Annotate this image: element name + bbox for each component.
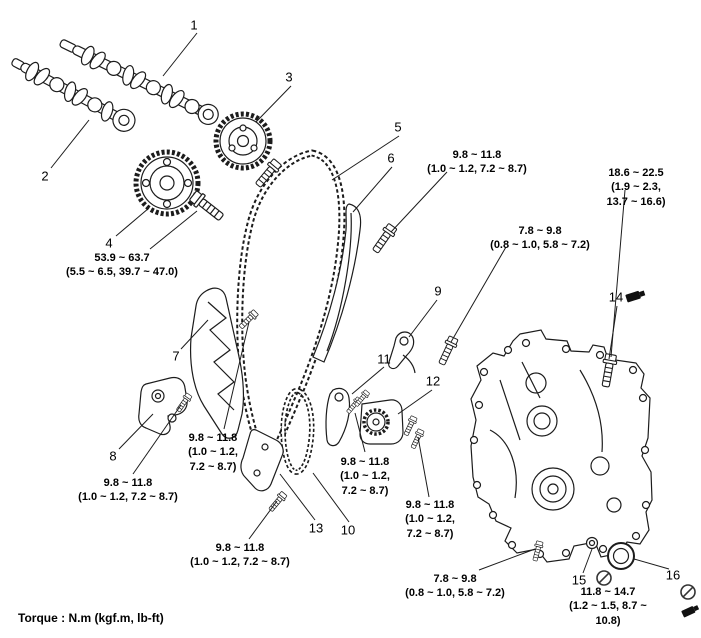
cover-plug	[585, 536, 599, 550]
do-not-reuse-icon	[680, 584, 696, 600]
callout-6: 6	[387, 150, 395, 166]
oil-pump-chain-guide	[240, 429, 284, 492]
torque-label-arm-pivot: 9.8 ~ 11.8 (1.0 ~ 1.2, 7.2 ~ 8.7)	[188, 432, 238, 473]
oil-pump-chain-tensioner-arm	[325, 387, 351, 447]
timing-chain-guide	[312, 203, 362, 363]
torque-label-pump-tensioner: 9.8 ~ 11.8 (1.0 ~ 1.2, 7.2 ~ 8.7)	[405, 499, 455, 540]
callout-13: 13	[308, 520, 324, 536]
torque-label-tensioner: 9.8 ~ 11.8 (1.0 ~ 1.2, 7.2 ~ 8.7)	[78, 477, 178, 504]
sealant-icon	[681, 603, 700, 618]
timing-chain-cover	[469, 329, 653, 563]
front-oil-seal	[607, 542, 635, 570]
callout-8: 8	[109, 448, 117, 464]
oil-pump-chain-tensioner	[359, 399, 404, 445]
timing-chain-tensioner	[138, 376, 188, 436]
callout-7: 7	[172, 348, 180, 364]
torque-label-pump-guide: 9.8 ~ 11.8 (1.0 ~ 1.2, 7.2 ~ 8.7)	[190, 542, 290, 569]
camshaft-cvvt-sprocket	[213, 111, 273, 171]
torque-label-oil-jet: 7.8 ~ 9.8 (0.8 ~ 1.0, 5.8 ~ 7.2)	[490, 225, 590, 252]
sealant-icon	[625, 289, 646, 303]
exhaust-camshaft	[11, 58, 136, 132]
torque-label-cam-cap: 9.8 ~ 11.8 (1.0 ~ 1.2, 7.2 ~ 8.7)	[427, 149, 527, 176]
callout-14: 14	[608, 289, 624, 305]
cvvt-assembly	[133, 149, 201, 217]
tensioner-arm	[189, 287, 244, 439]
callout-1: 1	[190, 17, 198, 33]
callout-3: 3	[285, 69, 293, 85]
callout-9: 9	[434, 283, 442, 299]
callout-5: 5	[394, 119, 402, 135]
callout-16: 16	[665, 567, 681, 583]
callout-15: 15	[571, 572, 587, 588]
callout-10: 10	[340, 522, 356, 538]
pump-tensioner-bolt-b	[408, 427, 426, 451]
do-not-reuse-icon	[596, 570, 612, 586]
oil-jet-bolt	[435, 334, 460, 367]
torque-label-cvvt-bolt: 53.9 ~ 63.7 (5.5 ~ 6.5, 39.7 ~ 47.0)	[66, 252, 178, 279]
callout-2: 2	[41, 168, 49, 184]
callout-12: 12	[425, 373, 441, 389]
callout-11: 11	[377, 351, 391, 367]
torque-label-pump-arm: 9.8 ~ 11.8 (1.0 ~ 1.2, 7.2 ~ 8.7)	[340, 456, 390, 497]
chain-top-bolt	[369, 222, 399, 256]
intake-camshaft	[59, 39, 219, 125]
torque-label-cover-top: 18.6 ~ 22.5 (1.9 ~ 2.3, 13.7 ~ 16.6)	[606, 167, 666, 208]
callout-4: 4	[105, 235, 113, 251]
oil-pump-chain	[280, 387, 315, 475]
torque-label-cover-bottom: 7.8 ~ 9.8 (0.8 ~ 1.0, 5.8 ~ 7.2)	[405, 573, 505, 600]
torque-units-note: Torque : N.m (kgf.m, lb-ft)	[18, 611, 164, 625]
cvvt-bolt	[187, 188, 227, 225]
torque-label-plug: 11.8 ~ 14.7 (1.2 ~ 1.5, 8.7 ~ 10.8)	[569, 586, 647, 627]
leader-lines	[50, 32, 670, 574]
oil-jet	[388, 331, 416, 374]
